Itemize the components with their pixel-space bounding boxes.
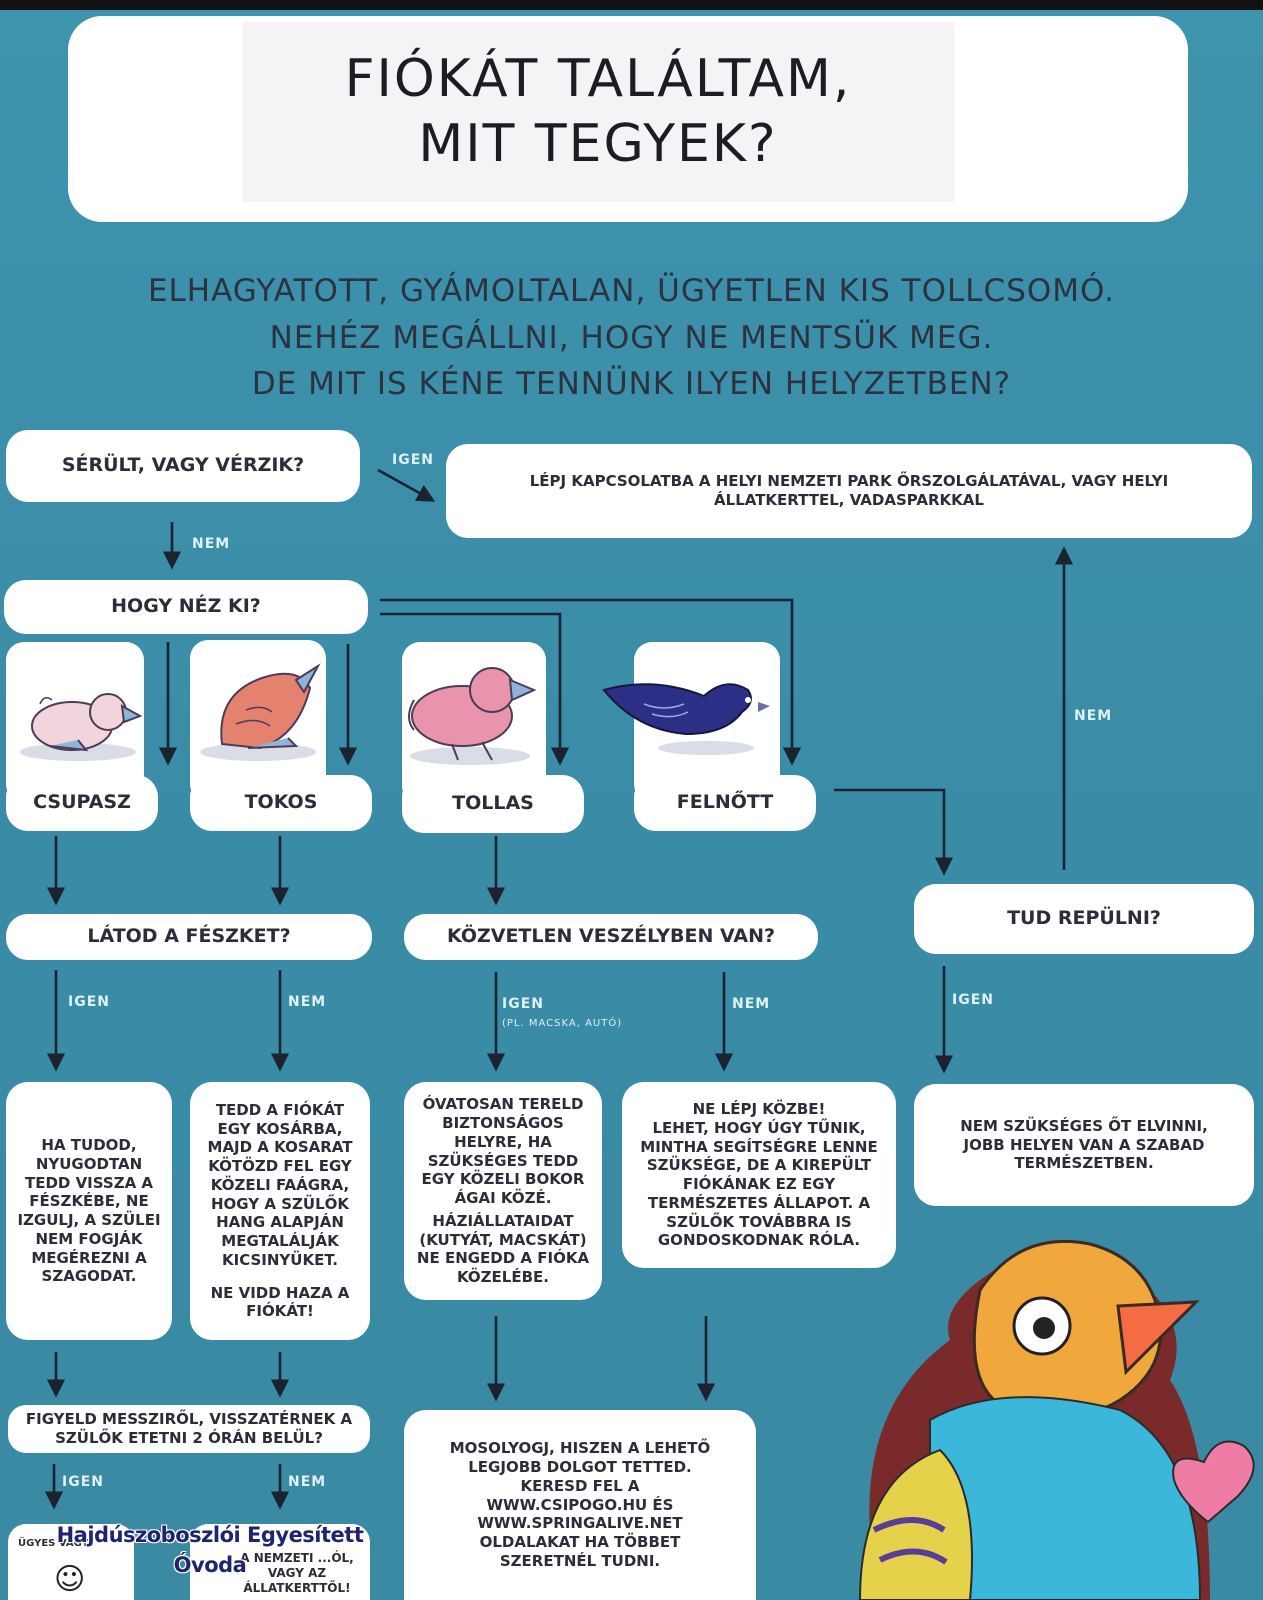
- label-danger-yes: IGEN: [502, 996, 544, 1012]
- fly-question-box: TUD REPÜLNI?: [914, 884, 1254, 954]
- watermark-line-2: Óvoda: [173, 1553, 247, 1578]
- label-injured-yes: IGEN: [392, 452, 434, 468]
- intro-line-1: ELHAGYATOTT, GYÁMOLTALAN, ÜGYETLEN KIS T…: [147, 273, 1116, 309]
- label-nest-yes: IGEN: [68, 994, 110, 1010]
- basket-main-text: TEDD A FIÓKÁT EGY KOSÁRBA, MAJD A KOSARA…: [207, 1100, 353, 1269]
- title-panel: FIÓKÁT TALÁLTAM, MIT TEGYEK?: [242, 22, 954, 202]
- watch-box: FIGYELD MESSZIRŐL, VISSZATÉRNEK A SZÜLŐK…: [8, 1405, 370, 1453]
- label-danger-example: (PL. MACSKA, AUTÓ): [502, 1018, 623, 1029]
- pin-feather-chick-icon: [200, 663, 321, 761]
- herd-box: ÓVATOSAN TERELD BIZTONSÁGOS HELYRE, HA S…: [404, 1082, 602, 1300]
- title-line-2: MIT TEGYEK?: [418, 114, 778, 174]
- looks-question-box: HOGY NÉZ KI?: [4, 580, 368, 634]
- arrow-adult-to-fly: [834, 788, 954, 876]
- label-watch-yes: IGEN: [62, 1474, 104, 1490]
- no-need-box: NEM SZÜKSÉGES ŐT ELVINNI, JOBB HELYEN VA…: [914, 1084, 1254, 1206]
- title-line-1: FIÓKÁT TALÁLTAM,: [344, 49, 852, 109]
- dont-step-box: NE LÉPJ KÖZBE! LEHET, HOGY ÚGY TŰNIK, MI…: [622, 1082, 896, 1268]
- bird-label-naked: CSUPASZ: [6, 775, 158, 831]
- arrow-injured-to-contact: [377, 468, 436, 502]
- colorful-bird-mascot: [858, 1239, 1255, 1600]
- contact-park-box: LÉPJ KAPCSOLATBA A HELYI NEMZETI PARK ŐR…: [446, 444, 1252, 538]
- nest-question-box: LÁTOD A FÉSZKET?: [6, 914, 372, 960]
- arrow-looks-to-feathered: [380, 612, 570, 766]
- bird-label-adult: FELNŐTT: [634, 775, 816, 831]
- top-bar: [0, 0, 1263, 10]
- smile-box: MOSOLYOGJ, HISZEN A LEHETŐ LEGJOBB DOLGO…: [404, 1410, 756, 1600]
- label-fly-yes: IGEN: [952, 992, 994, 1008]
- label-injured-no: NEM: [192, 536, 231, 552]
- title-box: FIÓKÁT TALÁLTAM, MIT TEGYEK?: [68, 16, 1188, 222]
- success-partial-text: ÜGYES VAGY!: [18, 1538, 94, 1549]
- dont-step-text: LEHET, HOGY ÚGY TŰNIK, MINTHA SEGÍTSÉGRE…: [640, 1118, 878, 1250]
- dont-step-title: NE LÉPJ KÖZBE!: [692, 1100, 826, 1118]
- label-nest-no: NEM: [288, 994, 327, 1010]
- injured-question-box: SÉRÜLT, VAGY VÉRZIK?: [6, 430, 360, 502]
- herd-extra-text: HÁZIÁLLATAIDAT (KUTYÁT, MACSKÁT) NE ENGE…: [416, 1211, 590, 1286]
- ask-partial-box: A NEMZETI ...ÓL, VAGY AZ ÁLLATKERTTŐL!: [190, 1524, 370, 1600]
- herd-main-text: ÓVATOSAN TERELD BIZTONSÁGOS HELYRE, HA S…: [421, 1095, 585, 1207]
- watermark: Hajdúszoboszlói Egyesített Óvoda: [40, 1520, 380, 1581]
- success-partial-box: ÜGYES VAGY!: [8, 1524, 134, 1600]
- bird-label-pin: TOKOS: [190, 775, 372, 831]
- naked-chick-icon: [20, 693, 143, 761]
- intro-text: ELHAGYATOTT, GYÁMOLTALAN, ÜGYETLEN KIS T…: [0, 268, 1263, 408]
- feathered-chick-icon: [408, 667, 537, 765]
- put-back-box: HA TUDOD, NYUGODTAN TEDD VISSZA A FÉSZKÉ…: [6, 1082, 172, 1340]
- label-fly-no: NEM: [1074, 708, 1113, 724]
- arrow-looks-to-adult: [380, 598, 802, 766]
- intro-line-3: DE MIT IS KÉNE TENNÜNK ILYEN HELYZETBEN?: [251, 366, 1012, 402]
- intro-line-2: NEHÉZ MEGÁLLNI, HOGY NE MENTSÜK MEG.: [269, 319, 994, 356]
- basket-extra-text: NE VIDD HAZA A FIÓKÁT!: [210, 1283, 350, 1321]
- bird-label-feathered: TOLLAS: [402, 775, 584, 833]
- danger-question-box: KÖZVETLEN VESZÉLYBEN VAN?: [404, 914, 818, 960]
- smiley-icon: ☺: [54, 1562, 86, 1597]
- ask-partial-text: A NEMZETI ...ÓL, VAGY AZ ÁLLATKERTTŐL!: [240, 1551, 354, 1595]
- label-danger-no: NEM: [732, 996, 771, 1012]
- label-watch-no: NEM: [288, 1474, 327, 1490]
- basket-box: TEDD A FIÓKÁT EGY KOSÁRBA, MAJD A KOSARA…: [190, 1082, 370, 1340]
- adult-bird-icon: [602, 683, 770, 755]
- watermark-line-1: Hajdúszoboszlói Egyesített: [56, 1523, 364, 1547]
